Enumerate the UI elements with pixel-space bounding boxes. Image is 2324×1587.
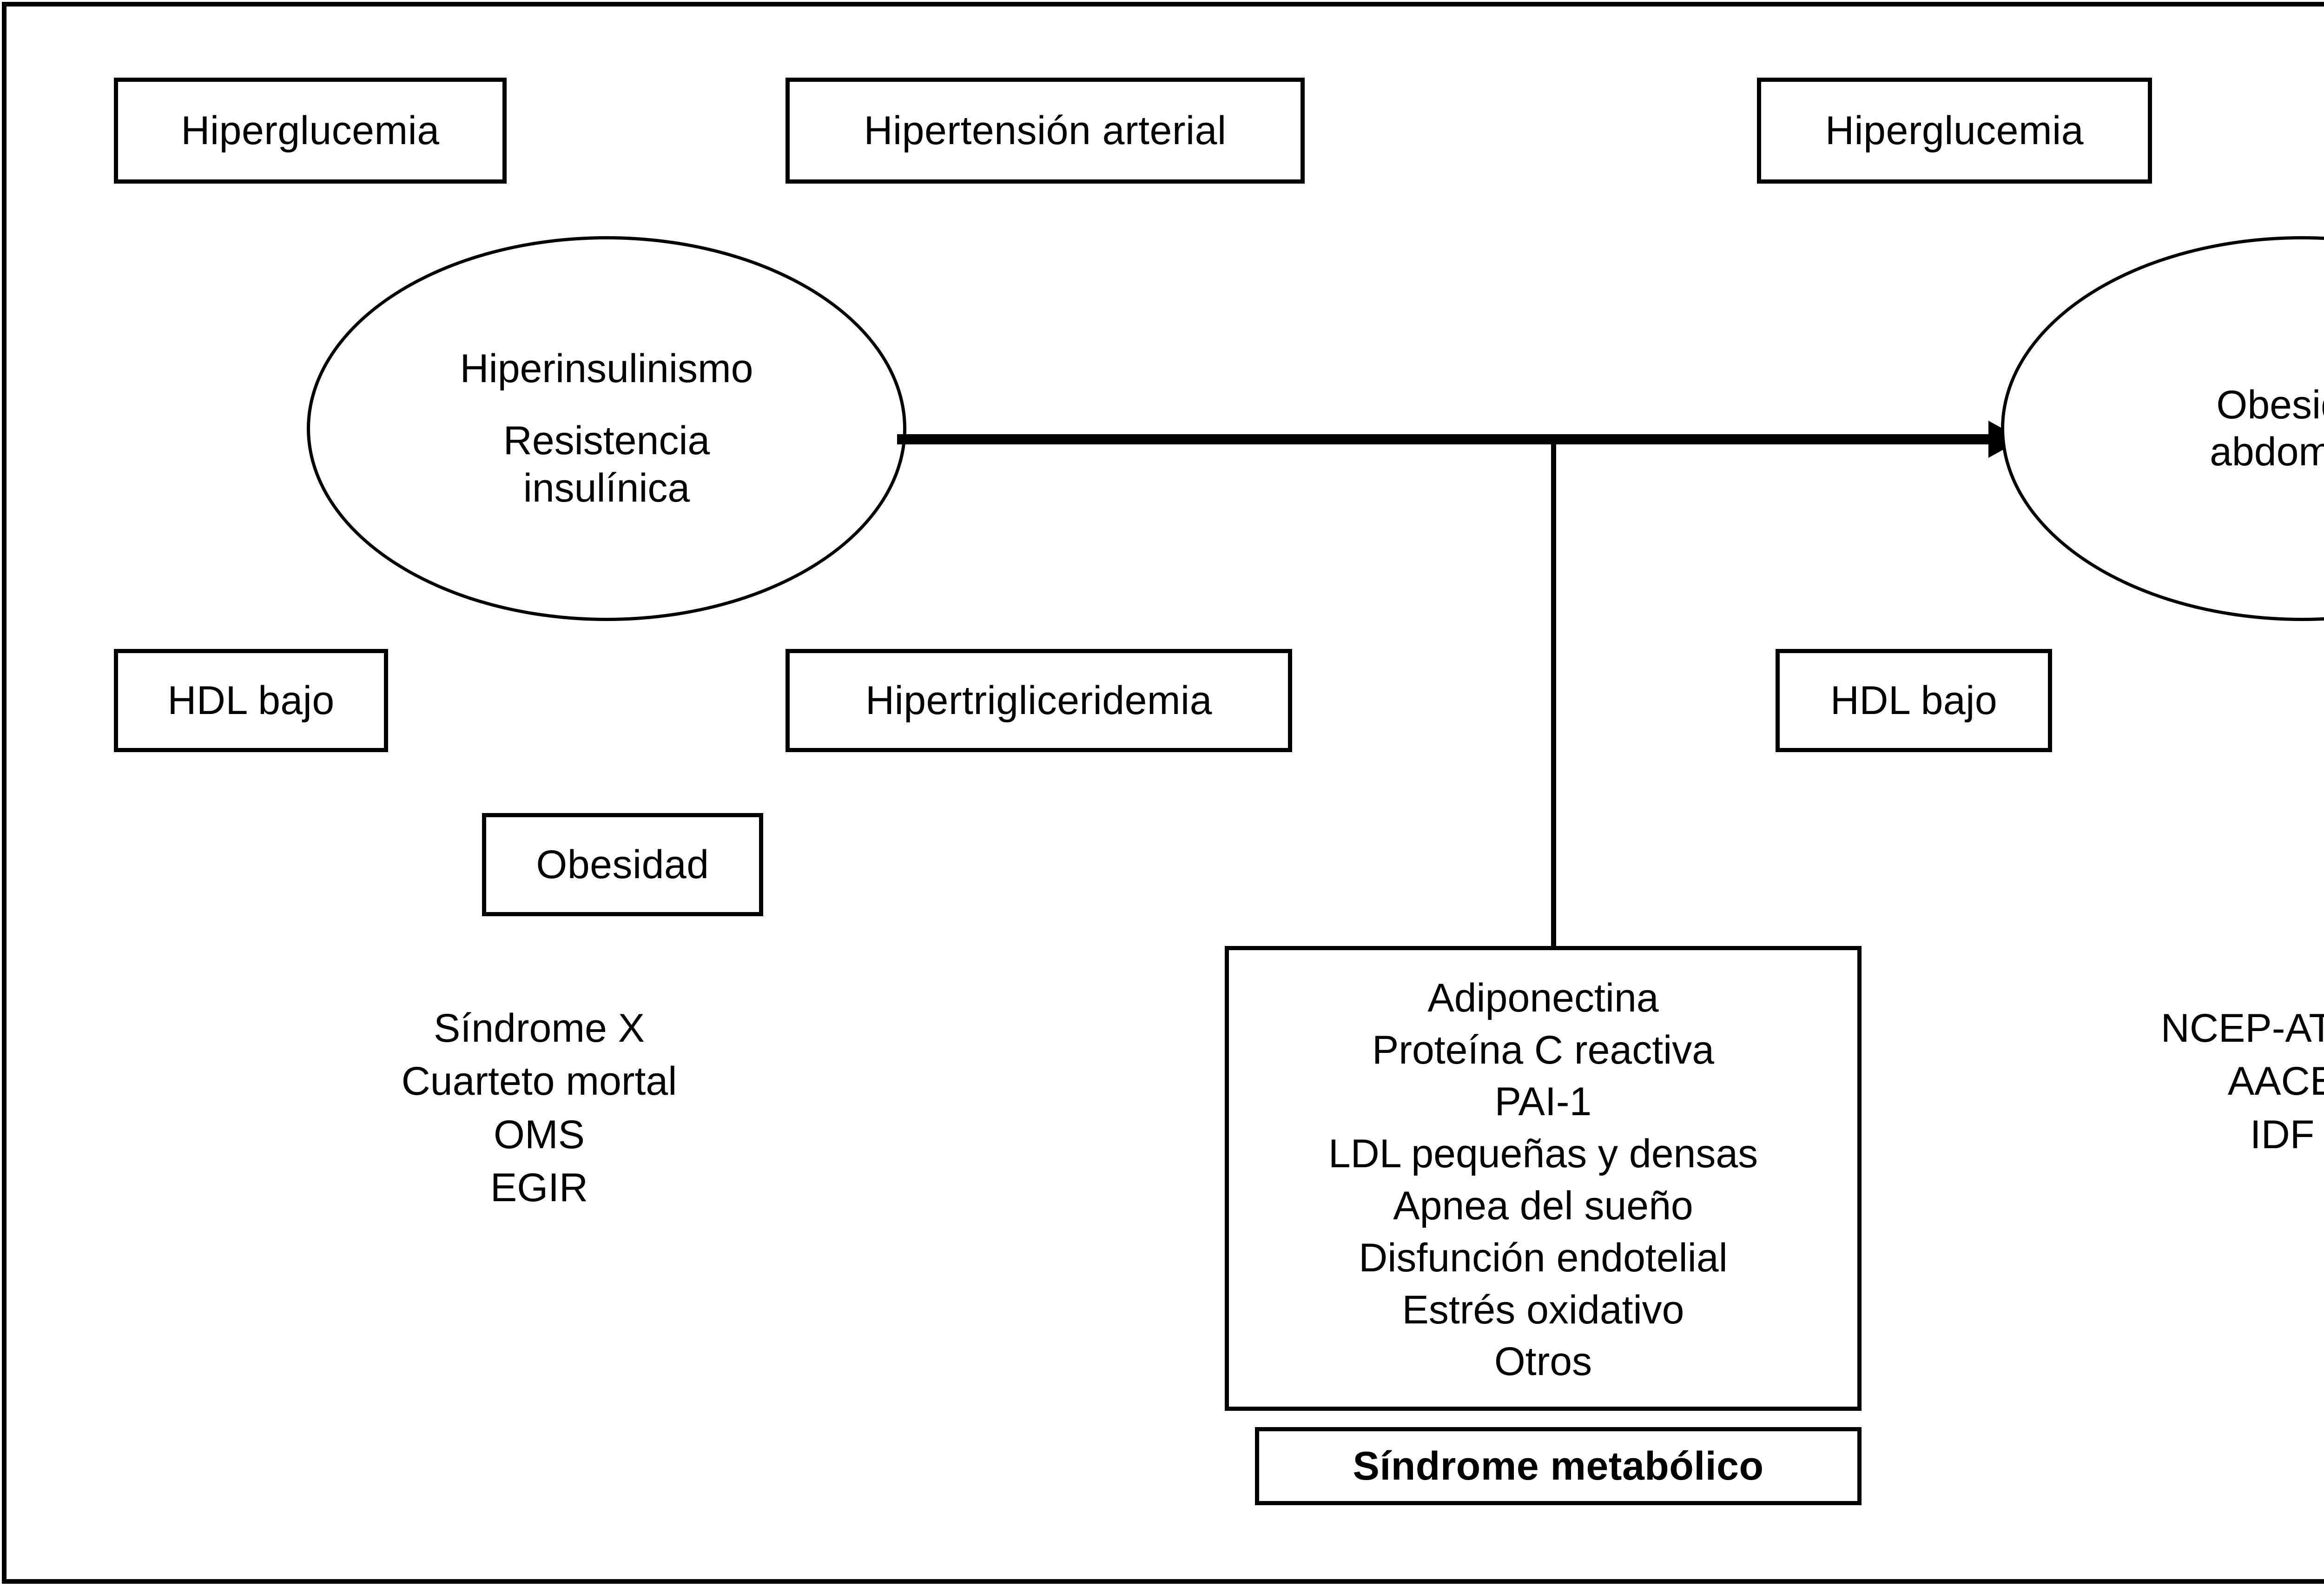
definition-item: AACE (2227, 1059, 2324, 1104)
left-hypertriglyceridemia-box: Hipertrigliceridemia (786, 649, 1292, 752)
metabolic-factors-box: Adiponectina Proteína C reactiva PAI-1 L… (1225, 946, 1862, 1411)
left-hyperglycemia-box: Hiperglucemia (114, 78, 507, 184)
right-hdl-label: HDL bajo (1830, 678, 1998, 723)
definition-item: NCEP-ATP III (2160, 1006, 2324, 1051)
metabolic-syndrome-caption-label: Síndrome metabólico (1353, 1444, 1764, 1488)
left-hypertension-label: Hipertensión arterial (864, 108, 1227, 153)
connector-branch-line (1551, 439, 1556, 947)
definition-item: Síndrome X (433, 1006, 645, 1051)
insulin-resistance-label-line2: insulínica (523, 465, 690, 510)
metabolic-syndrome-caption-box: Síndrome metabólico (1255, 1427, 1862, 1505)
left-center-ellipse: Hiperinsulinismo Resistencia insulínica (307, 236, 906, 621)
factor-item: Apnea del sueño (1393, 1184, 1693, 1228)
abdominal-obesity-label-line1: Obesidad (2216, 382, 2324, 427)
insulin-resistance-label-line1: Resistencia (503, 418, 710, 463)
factor-item: Proteína C reactiva (1372, 1027, 1715, 1072)
factor-item: PAI-1 (1494, 1079, 1592, 1124)
connector-arrow-shaft (897, 434, 1992, 444)
right-hyperglycemia-label: Hiperglucemia (1825, 108, 2084, 153)
definition-item: IDF (2250, 1112, 2315, 1157)
right-definitions-list: NCEP-ATP III AACE IDF (2106, 1002, 2324, 1161)
left-definitions-list: Síndrome X Cuarteto mortal OMS EGIR (325, 1002, 753, 1215)
abdominal-obesity-label-line2: abdominal (2210, 430, 2324, 474)
right-hdl-box: HDL bajo (1776, 649, 2052, 752)
definition-item: Cuarteto mortal (401, 1059, 677, 1104)
right-hyperglycemia-box: Hiperglucemia (1757, 78, 2152, 184)
left-obesity-box: Obesidad (482, 813, 763, 916)
left-hdl-box: HDL bajo (114, 649, 388, 752)
left-hyperglycemia-label: Hiperglucemia (181, 108, 440, 153)
left-hdl-label: HDL bajo (167, 678, 335, 723)
factor-item: Adiponectina (1427, 975, 1659, 1020)
factor-item: Disfunción endotelial (1359, 1235, 1728, 1280)
hyperinsulinism-label: Hiperinsulinismo (460, 346, 753, 391)
left-hypertension-box: Hipertensión arterial (786, 78, 1305, 184)
left-hypertriglyceridemia-label: Hipertrigliceridemia (865, 678, 1212, 723)
factor-item: Otros (1494, 1339, 1592, 1384)
factor-item: Estrés oxidativo (1402, 1287, 1684, 1332)
left-obesity-label: Obesidad (536, 842, 709, 887)
factor-item: LDL pequeñas y densas (1328, 1131, 1758, 1177)
definition-item: OMS (494, 1112, 585, 1157)
definition-item: EGIR (490, 1165, 588, 1210)
